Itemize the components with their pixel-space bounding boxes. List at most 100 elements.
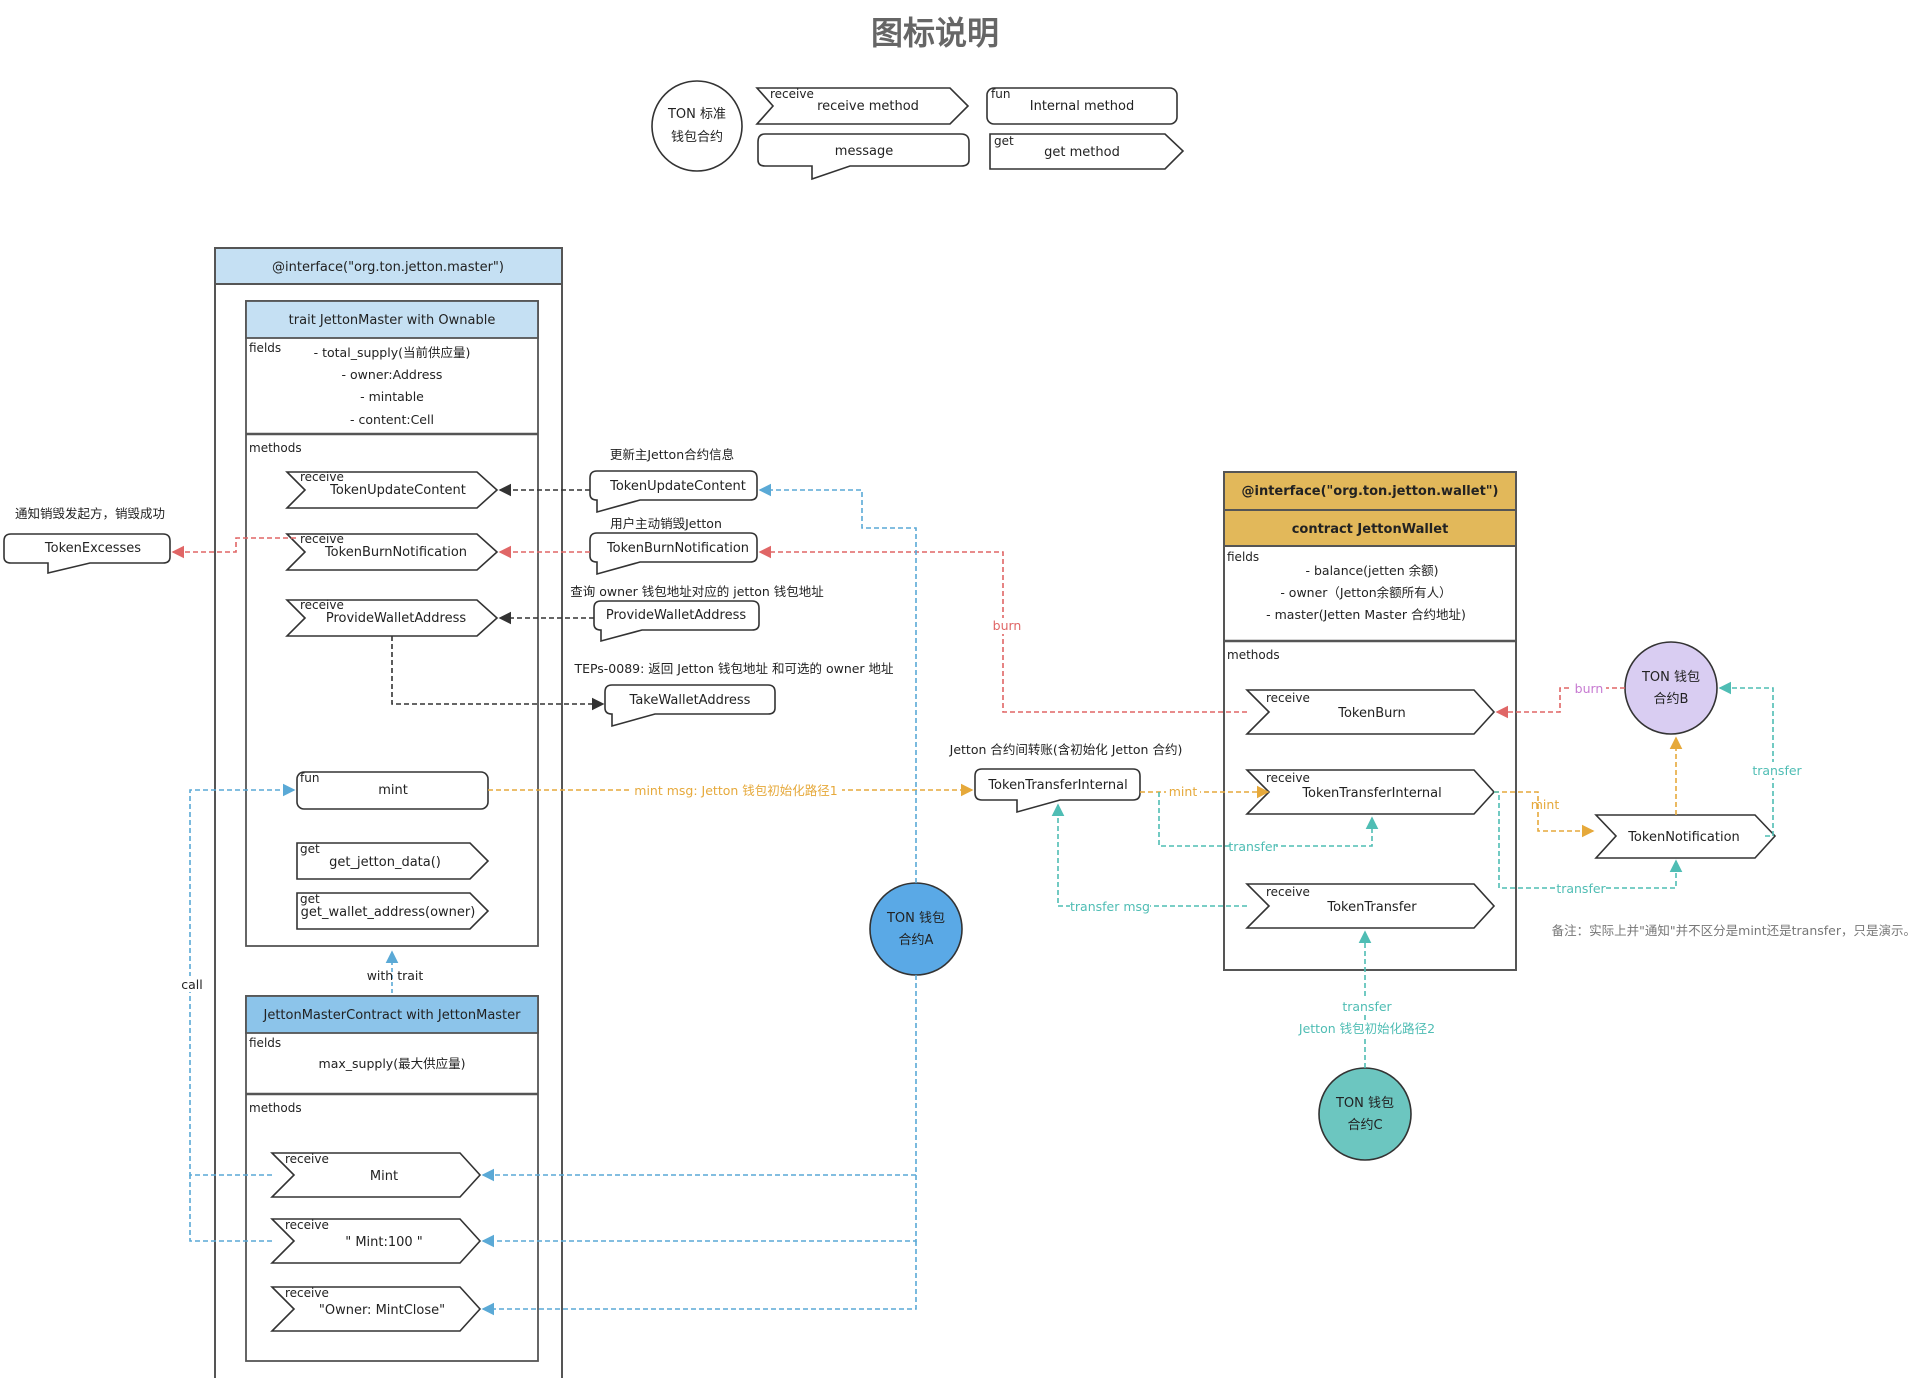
receiver-provide-wallet-address (285, 599, 499, 637)
edge-label-init-path2: Jetton 钱包初始化路径2 (1298, 1021, 1435, 1036)
edge-take (391, 636, 605, 711)
receiver-mint-100 (270, 1218, 482, 1264)
msg-provide-wallet-address (593, 600, 760, 643)
master-interface-header (214, 247, 563, 285)
legend-ton-circle (651, 80, 743, 172)
edge-labels: mint msg: Jetton 钱包初始化路径1 mint mint tran… (178, 618, 1803, 1036)
msg-token-notification (1594, 814, 1777, 859)
legend-fun-tag: fun (991, 87, 1010, 101)
edge-transfer-msg (1051, 803, 1247, 907)
getter-get-jetton-data (296, 842, 490, 880)
receiver-token-transfer (1245, 883, 1496, 929)
wallet-a-line1: TON 钱包 (886, 911, 945, 926)
message-callouts: 更新主Jetton合约信息 TokenUpdateContent 用户主动销毁J… (3, 447, 1777, 859)
msg-token-excesses (3, 533, 171, 575)
with-trait-label: with trait (367, 968, 424, 983)
receiver-label: Mint (370, 1169, 398, 1184)
get-tag: get (300, 892, 320, 906)
edge-label-transfer-msg: transfer msg (1070, 899, 1150, 914)
trait-field: - owner:Address (342, 367, 443, 382)
wallet-c-line2: 合约C (1347, 1118, 1382, 1133)
receiver-mint (270, 1152, 482, 1198)
getter-label: get_jetton_data() (329, 855, 441, 870)
edge-label-transfer-c: transfer (1342, 999, 1392, 1014)
trait-fields-tag: fields (249, 341, 281, 355)
edge-update-from-a (758, 483, 917, 883)
getter-get-wallet-address (296, 892, 490, 930)
legend-receive-tag: receive (770, 87, 814, 101)
receiver-label: ProvideWalletAddress (326, 611, 466, 626)
contract-field: max_supply(最大供应量) (319, 1056, 466, 1071)
wallet-a-line2: 合约A (899, 933, 934, 948)
trait-header (245, 300, 539, 339)
contract-methods-tag: methods (249, 1101, 302, 1115)
contract-header-label: JettonMasterContract with JettonMaster (263, 1008, 522, 1023)
wallet-fields-tag: fields (1227, 550, 1259, 564)
fun-tag: fun (300, 771, 319, 785)
receiver-owner-mintclose (270, 1286, 482, 1332)
legend-receive-label: receive method (817, 99, 919, 114)
msg-label: ProvideWalletAddress (606, 608, 746, 623)
msg-token-transfer-internal (974, 768, 1141, 814)
wallet-field: - balance(jetten 余额) (1305, 563, 1438, 578)
receiver-label: TokenBurn (1337, 706, 1406, 721)
receiver-label: TokenUpdateContent (329, 483, 466, 498)
edge-label-burn: burn (993, 618, 1022, 633)
master-interface-label: @interface("org.ton.jetton.master") (272, 260, 504, 275)
receive-tag: receive (300, 470, 344, 484)
ton-wallet-c (1318, 1067, 1412, 1161)
wallet-b-line2: 合约B (1654, 692, 1689, 707)
wallet-methods-tag: methods (1227, 648, 1280, 662)
burn-note: 用户主动销毁Jetton (610, 516, 722, 531)
edge-label-call: call (181, 977, 202, 992)
footnote: 备注：实际上并"通知"并不区分是mint还是transfer，只是演示。 (1552, 923, 1916, 938)
contract-fields-tag: fields (249, 1036, 281, 1050)
edge-close-from-a (481, 1241, 917, 1316)
legend-fun-label: Internal method (1030, 99, 1134, 114)
receive-tag: receive (285, 1152, 329, 1166)
receiver-token-update-content (285, 471, 499, 509)
receive-tag: receive (285, 1218, 329, 1232)
edge-transfer-notify (1494, 791, 1683, 889)
legend-message-shape (757, 133, 970, 181)
receiver-label: TokenTransfer (1326, 900, 1417, 915)
edge-label-transfer1: transfer (1228, 839, 1278, 854)
jetton-master-contract-header (245, 995, 539, 1034)
receive-tag: receive (1266, 691, 1310, 705)
wallet-b-line1: TON 钱包 (1641, 670, 1700, 685)
msg-token-update-content (589, 470, 758, 514)
receiver-label: TokenBurnNotification (324, 545, 467, 560)
transfer-note: Jetton 合约间转账(含初始化 Jetton 合约) (949, 742, 1183, 757)
take-note: TEPs-0089: 返回 Jetton 钱包地址 和可选的 owner 地址 (573, 661, 894, 676)
receive-tag: receive (1266, 885, 1310, 899)
trait-methods-tag: methods (249, 441, 302, 455)
edge-call-mint100 (189, 1175, 272, 1242)
receiver-label: TokenTransferInternal (1301, 786, 1441, 801)
ton-wallet-a (869, 882, 963, 976)
receiver-label: "Owner: MintClose" (319, 1303, 445, 1318)
trait-field: - mintable (360, 389, 424, 404)
legend-get-tag: get (994, 134, 1014, 148)
legend-message-label: message (835, 144, 893, 159)
trait-header-label: trait JettonMaster with Ownable (289, 313, 496, 328)
jetton-wallet-interface: @interface("org.ton.jetton.wallet") cont… (1223, 471, 1517, 971)
legend-get-label: get method (1044, 145, 1120, 160)
legend: 图标说明 TON 标准 钱包合约 receive receive method … (651, 14, 1185, 181)
edges (171, 483, 1774, 1316)
wallet-c-line1: TON 钱包 (1335, 1096, 1394, 1111)
wallet-contract-label: contract JettonWallet (1292, 522, 1449, 537)
legend-ton-line2: 钱包合约 (671, 130, 723, 145)
msg-label: TokenBurnNotification (606, 541, 749, 556)
trait-field: - total_supply(当前供应量) (314, 345, 471, 360)
getter-label: get_wallet_address(owner) (301, 905, 476, 920)
receiver-label: " Mint:100 " (345, 1235, 423, 1250)
legend-receive-shape (755, 87, 970, 125)
msg-label: TakeWalletAddress (629, 693, 751, 708)
jetton-master-interface: @interface("org.ton.jetton.master") trai… (214, 247, 563, 1378)
edge-label-transfer2: transfer (1556, 881, 1606, 896)
msg-label: TokenNotification (1627, 830, 1740, 845)
edge-label-mint2: mint (1531, 797, 1560, 812)
update-note: 更新主Jetton合约信息 (610, 447, 734, 462)
ton-wallet-b (1624, 641, 1718, 735)
